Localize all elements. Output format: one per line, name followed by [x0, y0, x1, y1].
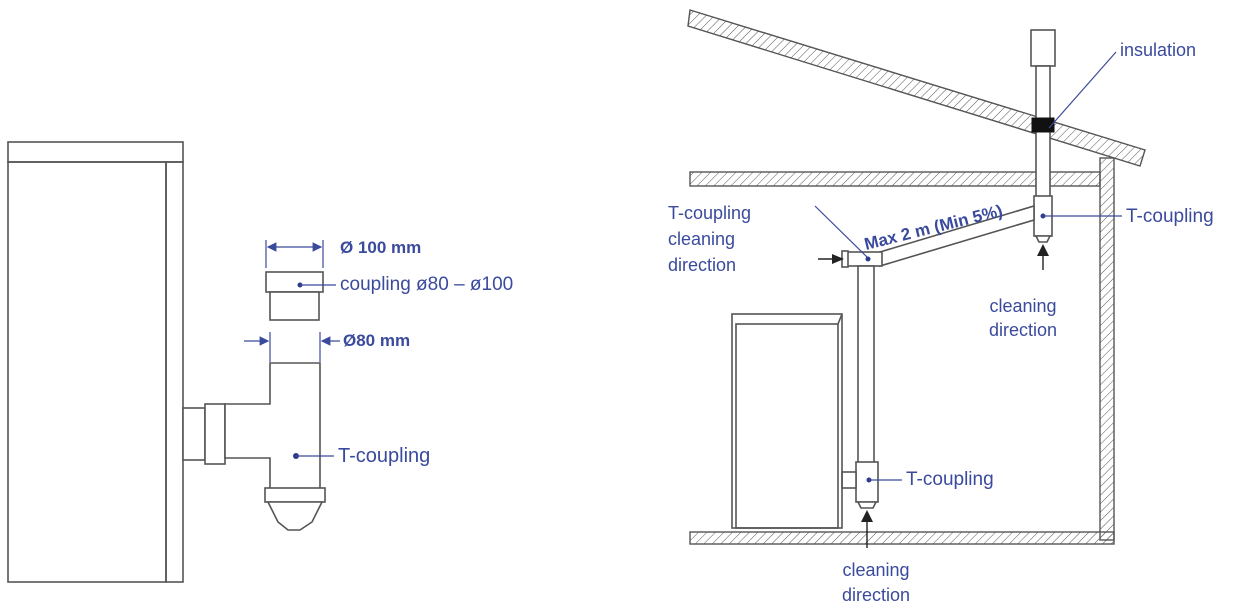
t-coupling-top-callout: T-coupling: [1040, 206, 1214, 227]
connector-stub: [182, 403, 226, 465]
t-coupling-cleaning-line1: T-coupling: [668, 203, 751, 223]
insulation-callout: insulation: [1048, 40, 1196, 129]
vertical-flue-left: [857, 265, 875, 479]
t-coupling-cleaning-callout: T-coupling cleaning direction: [668, 203, 871, 275]
left-diagram: Ø 100 mm coupling ø80 – ø100 Ø80 mm T-co…: [7, 141, 513, 583]
t-coupling-left: [224, 362, 326, 531]
t-coupling-bottom: [841, 461, 879, 509]
cleaning-direction-bottom: cleaning direction: [842, 510, 910, 605]
t-coupling-top: [1033, 195, 1053, 243]
t-coupling-cleaning-line3: direction: [668, 255, 736, 275]
t-coupling-label-left: T-coupling: [338, 445, 430, 467]
t-coupling-bottom-label: T-coupling: [906, 469, 994, 490]
cleaning-top-line1: cleaning: [989, 296, 1056, 316]
t-coupling-cleaning-line2: cleaning: [668, 229, 735, 249]
cleaning-bottom-line2: direction: [842, 585, 910, 605]
insulation-label: insulation: [1120, 40, 1196, 60]
dimension-100: Ø 100 mm: [265, 238, 421, 268]
t-coupling-bottom-callout: T-coupling: [866, 469, 994, 490]
coupling-callout: coupling ø80 – ø100: [297, 274, 513, 295]
boiler-body: [7, 141, 184, 583]
t-coupling-callout-left: T-coupling: [293, 445, 430, 467]
roof: [687, 9, 1146, 167]
reducer-coupling: [265, 271, 324, 321]
dimension-100-label: Ø 100 mm: [340, 238, 421, 257]
cleaning-bottom-line1: cleaning: [842, 560, 909, 580]
right-wall: [1099, 157, 1115, 541]
floor-slab: [689, 531, 1115, 545]
t-coupling-upper-left: [841, 250, 883, 268]
t-coupling-top-label: T-coupling: [1126, 206, 1214, 227]
coupling-label: coupling ø80 – ø100: [340, 274, 513, 295]
insulation-band: [1031, 117, 1055, 133]
cleaning-direction-top: cleaning direction: [989, 244, 1057, 340]
boiler-right: [731, 313, 843, 529]
dimension-80: Ø80 mm: [244, 331, 410, 362]
cleaning-top-line2: direction: [989, 320, 1057, 340]
right-diagram: insulation T-coupling cleaning direction…: [668, 9, 1214, 605]
dimension-80-label: Ø80 mm: [343, 331, 410, 350]
